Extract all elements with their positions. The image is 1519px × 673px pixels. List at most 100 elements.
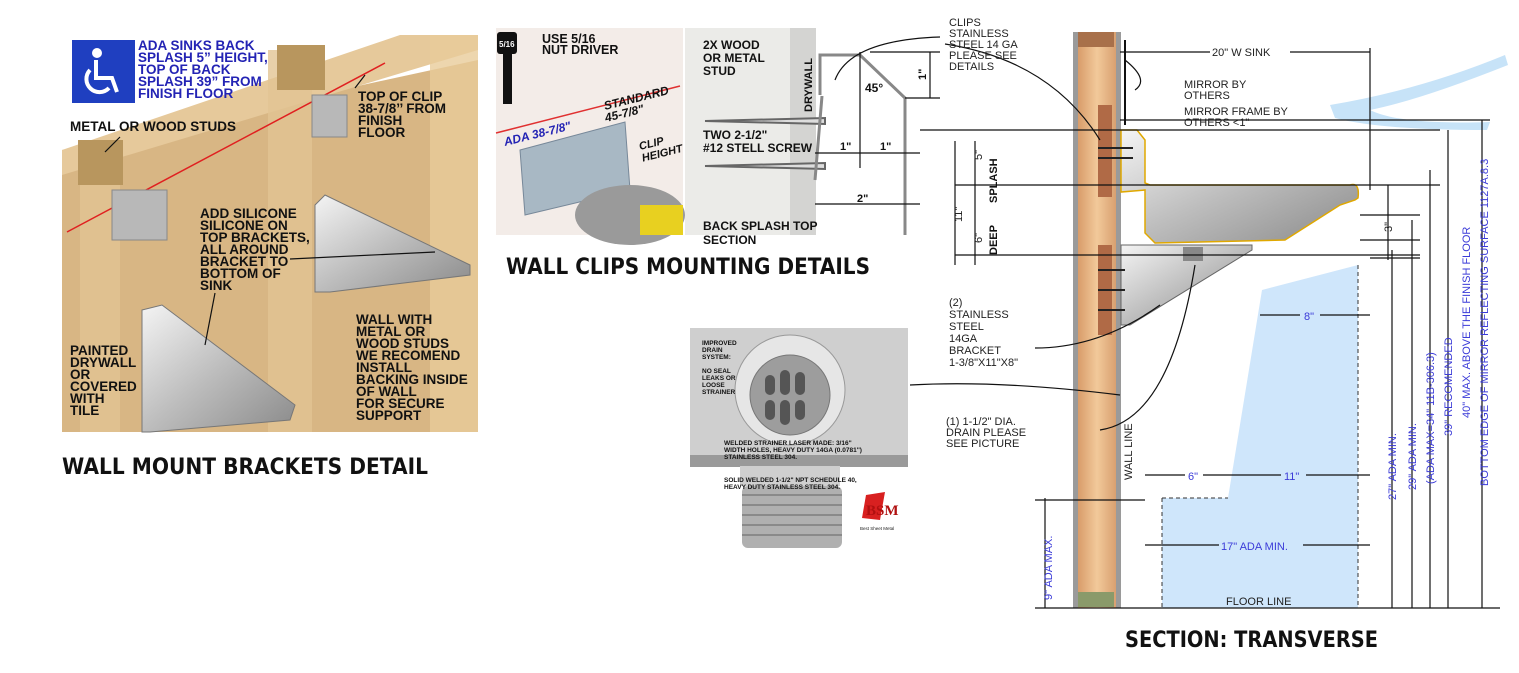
label-line: 1-3/8"X11"X8" [949, 357, 1018, 369]
label-line: COVERED [70, 379, 137, 394]
dimension-label: 1" [840, 141, 851, 153]
bracket-label: (2) STAINLESS STEEL 14GA BRACKET 1-3/8"X… [949, 297, 1018, 369]
drywall-label: PAINTED DRYWALL OR COVERED WITH TILE [70, 343, 141, 418]
label-line: INSTALL [356, 360, 412, 375]
ada-note: ADA SINKS BACK SPLASH 5” HEIGHT, TOP OF … [138, 38, 272, 101]
no-seal-label: NO SEAL LEAKS OR LOOSE STRAINER [702, 368, 737, 396]
label-line: NUT DRIVER [542, 43, 618, 57]
wall-line-label: WALL LINE [1123, 423, 1135, 480]
label-line: OR [70, 367, 91, 382]
label-line: TWO 2-1/2" [703, 128, 767, 142]
label-line: BRACKET [949, 345, 1001, 357]
ada-note-line: TOP OF BACK [138, 62, 231, 77]
dimension-label: 2" [857, 193, 868, 205]
toe-height-dimension: 9" ADA MAX. [1043, 536, 1055, 600]
label-line: PLEASE SEE [949, 50, 1017, 62]
wall-mount-illustration: ADA SINKS BACK SPLASH 5” HEIGHT, TOP OF … [62, 35, 478, 433]
section-title: SECTION: TRANSVERSE [1125, 628, 1378, 653]
wall-mount-title: WALL MOUNT BRACKETS DETAIL [62, 455, 428, 480]
drain-label: (1) 1-1/2" DIA. DRAIN PLEASE SEE PICTURE [946, 416, 1029, 450]
height-27-dimension: 27" ADA MIN. [1387, 433, 1399, 500]
dimension-label: 6" [1188, 471, 1198, 483]
label-line: BACK SPLASH TOP [703, 219, 817, 233]
label-line: SINK [200, 278, 233, 293]
label-line: TILE [70, 403, 99, 418]
label-line: FOR SECURE [356, 396, 445, 411]
total-height-dimension: 11" [953, 207, 965, 222]
label-line: TOP OF CLIP [358, 89, 442, 104]
height-29-dimension: 29" ADA MIN. [1407, 423, 1419, 490]
height-34-dimension: (ADA MAX=34" 11B-306.3) [1425, 352, 1437, 484]
height-40-dimension: 40" MAX. ABOVE THE FINISH FLOOR [1461, 227, 1473, 418]
top-clip-label: TOP OF CLIP 38-7/8’’ FROM FINISH FLOOR [358, 89, 450, 140]
label-line: TOP BRACKETS, [200, 230, 310, 245]
silicone-label: ADD SILICONE SILICONE ON TOP BRACKETS, A… [200, 206, 314, 293]
label-line: PAINTED [70, 343, 129, 358]
dimension-label: 1" [880, 141, 891, 153]
label-line: DRYWALL [70, 355, 136, 370]
drain-strainer [749, 354, 831, 436]
deep-label: DEEP [988, 225, 1000, 255]
label-line: CLIPS [949, 17, 981, 29]
label-line: WE RECOMEND [356, 348, 461, 363]
screw-label: TWO 2-1/2" #12 STELL SCREW [703, 128, 813, 155]
label-line: STEEL [949, 321, 984, 333]
nut-driver-socket-icon [497, 32, 517, 54]
label-line: (2) [949, 297, 962, 309]
mirror-frame-label: MIRROR FRAME BY OTHERS <1" [1184, 106, 1291, 129]
label-line: SYSTEM: [702, 354, 731, 361]
label-line: OF WALL [356, 384, 417, 399]
bracket [314, 194, 471, 293]
dimension-label: 11" [1284, 471, 1299, 483]
label-line: LOOSE [702, 382, 725, 389]
label-line: (1) 1-1/2" DIA. [946, 416, 1016, 428]
ada-note-line: SPLASH 5” HEIGHT, [138, 50, 268, 65]
label-line: 2X WOOD [703, 38, 760, 52]
label-line: FLOOR [358, 125, 405, 140]
label-line: NO SEAL [702, 368, 731, 375]
label-line: BRACKET TO [200, 254, 288, 269]
backing-block [1098, 105, 1112, 197]
knee-depth-dimension: 17" ADA MIN. [1221, 541, 1288, 553]
logo-text: BSM [866, 503, 899, 519]
label-line: WELDED STRAINER LASER MADE: 3/16" [724, 440, 852, 447]
label-line: MIRROR BY [1184, 79, 1247, 91]
label-line: 14GA [949, 333, 978, 345]
solid-welded-label: SOLID WELDED 1-1/2" NPT SCHEDULE 40, HEA… [724, 477, 859, 491]
wall-clips-photo: 5/16 USE 5/16 NUT DRIVER ADA 38-7/8" STA… [495, 28, 685, 245]
wall-clip-section-drawing: 2X WOOD OR METAL STUD DRYWALL TWO 2-1/2"… [685, 28, 941, 247]
pointing-hand-watermark [1330, 55, 1508, 130]
label-line: HEAVY DUTY STAINLESS STEEL 304. [724, 484, 840, 491]
label-line: STEEL 14 GA [949, 39, 1018, 51]
label-line: FINISH [358, 113, 402, 128]
best-sheet-metal-logo: BSM Best Sheet Metal [860, 492, 899, 531]
label-line: STAINLESS [949, 309, 1009, 321]
label-line: OTHERS [1184, 90, 1230, 102]
label-line: ALL AROUND [200, 242, 289, 257]
wall-clip [111, 189, 168, 241]
label-line: USE 5/16 [542, 32, 596, 46]
mirror-label: MIRROR BY OTHERS [1184, 79, 1249, 102]
mirror-edge-dimension: BOTTOM EDGE OF MIRROR REFLECTING SURFACE… [1479, 159, 1491, 486]
label-line: OTHERS <1" [1184, 117, 1249, 129]
label-line: WOOD STUDS [356, 336, 449, 351]
improved-drain-label: IMPROVED DRAIN SYSTEM: [702, 340, 738, 361]
label-line: IMPROVED [702, 340, 737, 347]
clips-label: CLIPS STAINLESS STEEL 14 GA PLEASE SEE D… [949, 17, 1020, 73]
label-line: SECTION [703, 233, 756, 247]
ada-note-line: FINISH FLOOR [138, 86, 233, 101]
label-line: STRAINER [702, 389, 736, 396]
label-line: DRAIN [702, 347, 723, 354]
drain-outlet [1183, 247, 1203, 261]
label-line: STUD [703, 64, 736, 78]
wall-clip [311, 94, 348, 138]
ada-note-line: SPLASH 39” FROM [138, 74, 262, 89]
label-line: SEE PICTURE [946, 438, 1019, 450]
label-line: WITH [70, 391, 105, 406]
dimension-label: 3" [1383, 222, 1395, 232]
label-line: METAL OR [356, 324, 425, 339]
stud-label: 2X WOOD OR METAL STUD [703, 38, 768, 78]
label-line: SOLID WELDED 1-1/2" NPT SCHEDULE 40, [724, 477, 857, 484]
knee-clearance [1162, 265, 1358, 608]
